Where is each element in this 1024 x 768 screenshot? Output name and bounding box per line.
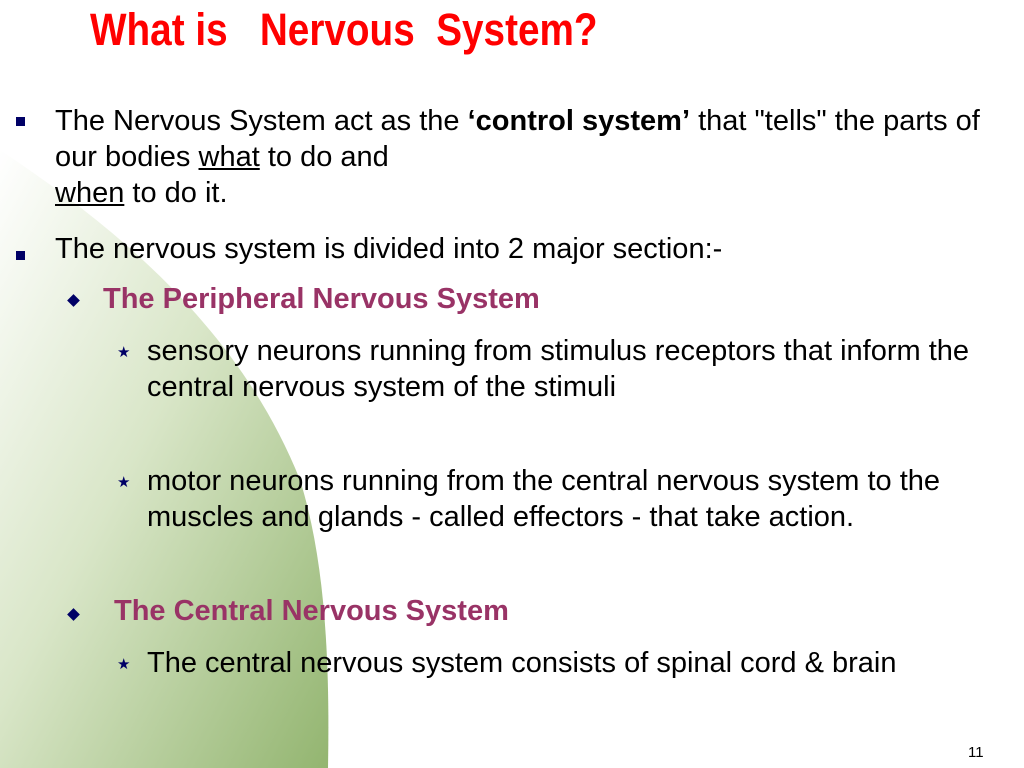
peripheral-heading: The Peripheral Nervous System [103, 283, 540, 315]
central-heading: The Central Nervous System [114, 595, 509, 627]
underlined-word-what: what [198, 141, 260, 173]
bullet-text: that "tells" the parts of our bodies [55, 105, 980, 173]
bullet-divided-sections: The nervous system is divided into 2 maj… [55, 233, 723, 265]
square-bullet-icon [16, 251, 25, 260]
bullet-text: to do and [259, 141, 389, 173]
page-number: 11 [968, 744, 984, 761]
central-item-spinal-brain: The central nervous system consists of s… [147, 647, 897, 679]
square-bullet-icon [16, 117, 25, 126]
bullet-control-system: The Nervous System act as the ‘control s… [55, 103, 1005, 211]
peripheral-item-sensory: sensory neurons running from stimulus re… [147, 335, 970, 403]
peripheral-item-motor: motor neurons running from the central n… [147, 465, 941, 533]
star-bullet-icon: ★ [117, 656, 131, 673]
bullet-text: to do it. [124, 177, 228, 209]
underlined-word-when: when [55, 177, 125, 209]
slide-title: What is Nervous System? [90, 4, 598, 55]
bullet-text: The Nervous System act as the [55, 105, 468, 137]
bold-term: ‘control system’ [467, 105, 691, 137]
star-bullet-icon: ★ [117, 474, 131, 491]
star-bullet-icon: ★ [117, 344, 131, 361]
